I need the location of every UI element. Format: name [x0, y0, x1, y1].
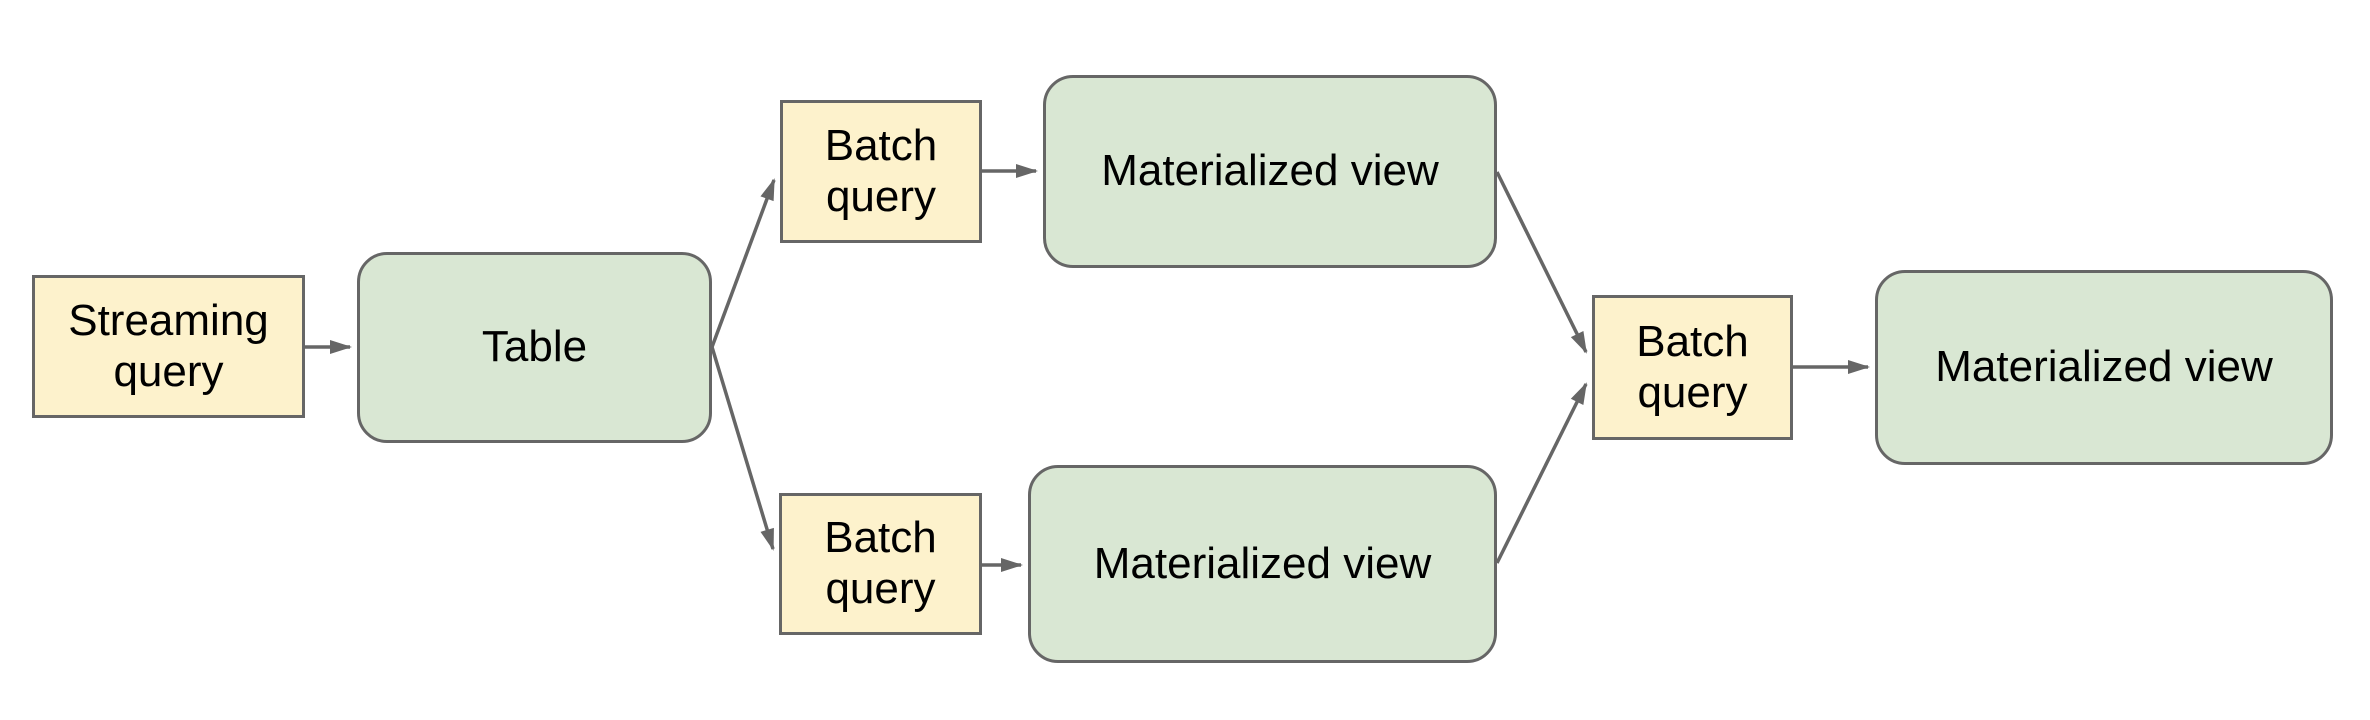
node-batch-query-bottom-label: Batch query — [824, 513, 937, 613]
node-batch-query-bottom: Batch query — [779, 493, 982, 635]
node-streaming-query-label: Streaming query — [68, 295, 269, 396]
node-materialized-view-final: Materialized view — [1875, 270, 2333, 465]
node-materialized-view-bottom: Materialized view — [1028, 465, 1497, 663]
node-streaming-query: Streaming query — [32, 275, 305, 418]
node-materialized-view-bottom-label: Materialized view — [1093, 538, 1432, 588]
node-table-label: Table — [481, 322, 588, 372]
node-materialized-view-top-label: Materialized view — [1101, 146, 1439, 196]
edge-table-to-batch-query-bottom — [710, 346, 775, 551]
node-materialized-view-final-label: Materialized view — [1935, 342, 2273, 392]
node-table: Table — [357, 252, 712, 443]
node-batch-query-right: Batch query — [1592, 295, 1793, 440]
edge-materialized-view-top-to-batch-query-right — [1495, 171, 1588, 354]
node-batch-query-right-label: Batch query — [1636, 316, 1749, 417]
edge-materialized-view-bottom-to-batch-query-right — [1495, 382, 1588, 564]
node-batch-query-top: Batch query — [780, 100, 982, 243]
node-materialized-view-top: Materialized view — [1043, 75, 1497, 268]
node-batch-query-top-label: Batch query — [824, 120, 938, 221]
edge-table-to-batch-query-top — [710, 178, 776, 348]
